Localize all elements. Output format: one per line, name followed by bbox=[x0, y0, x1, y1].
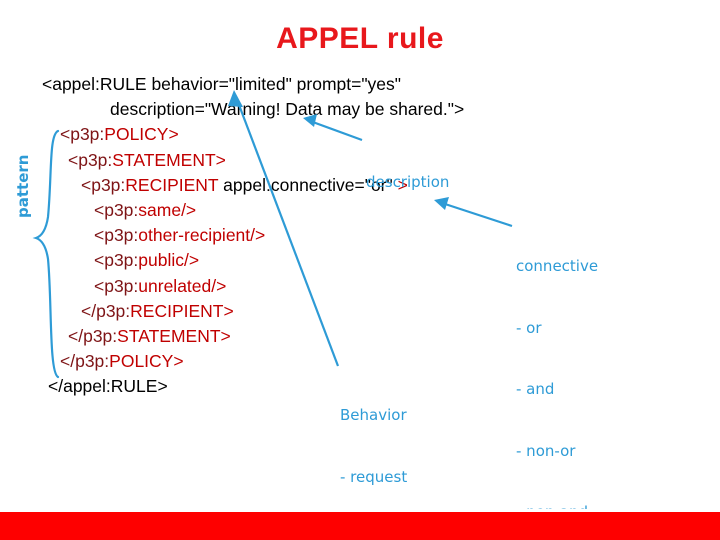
code-token: STATEMENT> bbox=[112, 149, 226, 170]
code-line: </p3p:STATEMENT> bbox=[42, 324, 562, 349]
annotation-connective-head: connective bbox=[516, 257, 599, 275]
code-line: <p3p:public/> bbox=[42, 248, 562, 273]
code-token: RECIPIENT> bbox=[130, 300, 234, 321]
code-line: <p3p:RECIPIENT appel:connective="or" > bbox=[42, 173, 562, 198]
code-line: description="Warning! Data may be shared… bbox=[42, 97, 562, 122]
code-token: <p3p: bbox=[81, 174, 126, 195]
code-token: <p3p: bbox=[94, 250, 139, 271]
code-token: <p3p: bbox=[94, 200, 139, 221]
code-token: <p3p: bbox=[94, 225, 139, 246]
code-token: </p3p: bbox=[60, 351, 110, 372]
code-line: <p3p:POLICY> bbox=[42, 122, 562, 147]
code-line: <p3p:unrelated/> bbox=[42, 274, 562, 299]
annotation-description: description bbox=[366, 131, 449, 234]
code-token: unrelated/> bbox=[138, 275, 227, 296]
code-line: <p3p:same/> bbox=[42, 198, 562, 223]
appel-rule-code-block: <appel:RULE behavior="limited" prompt="y… bbox=[42, 72, 562, 400]
page-title: APPEL rule bbox=[276, 22, 444, 55]
code-token: other-recipient/> bbox=[138, 225, 266, 246]
code-token: </p3p: bbox=[81, 300, 131, 321]
code-line: <p3p:other-recipient/> bbox=[42, 223, 562, 248]
code-token: STATEMENT> bbox=[117, 326, 231, 347]
code-token: same/> bbox=[138, 200, 197, 221]
code-token: </p3p: bbox=[68, 326, 118, 347]
code-token: POLICY> bbox=[104, 124, 179, 145]
footer-bar: Privacy Policy, Law and Technology ▪ Car… bbox=[0, 512, 720, 540]
annotation-connective-option: - and bbox=[516, 380, 555, 398]
code-token: <appel:RULE behavior="limited" prompt="y… bbox=[42, 74, 401, 94]
annotation-connective: connective - or - and - non-or - non-and… bbox=[516, 215, 601, 540]
annotation-description-head: description bbox=[366, 173, 450, 191]
code-line: </appel:RULE> bbox=[42, 374, 562, 399]
annotation-connective-option: - non-or bbox=[516, 441, 576, 460]
code-token: <p3p: bbox=[94, 275, 139, 296]
code-line: <p3p:STATEMENT> bbox=[42, 148, 562, 173]
code-token: public/> bbox=[138, 250, 200, 271]
code-token: <p3p: bbox=[60, 124, 105, 145]
footer-separator bbox=[0, 509, 720, 512]
code-token: POLICY> bbox=[109, 351, 184, 372]
code-token: RECIPIENT bbox=[125, 174, 219, 195]
pattern-label: pattern bbox=[14, 154, 32, 218]
annotation-behavior-head: Behavior bbox=[340, 406, 407, 424]
annotation-connective-option: - or bbox=[516, 318, 542, 337]
code-token: </appel:RULE> bbox=[48, 376, 168, 397]
code-token: <p3p: bbox=[68, 149, 113, 170]
code-line: <appel:RULE behavior="limited" prompt="y… bbox=[42, 72, 562, 97]
code-line: </p3p:POLICY> bbox=[42, 349, 562, 374]
annotation-behavior-option: - request bbox=[340, 467, 408, 486]
code-token: description="Warning! Data may be shared… bbox=[110, 99, 465, 120]
code-token: > bbox=[397, 174, 408, 195]
code-line: </p3p:RECIPIENT> bbox=[42, 299, 562, 324]
